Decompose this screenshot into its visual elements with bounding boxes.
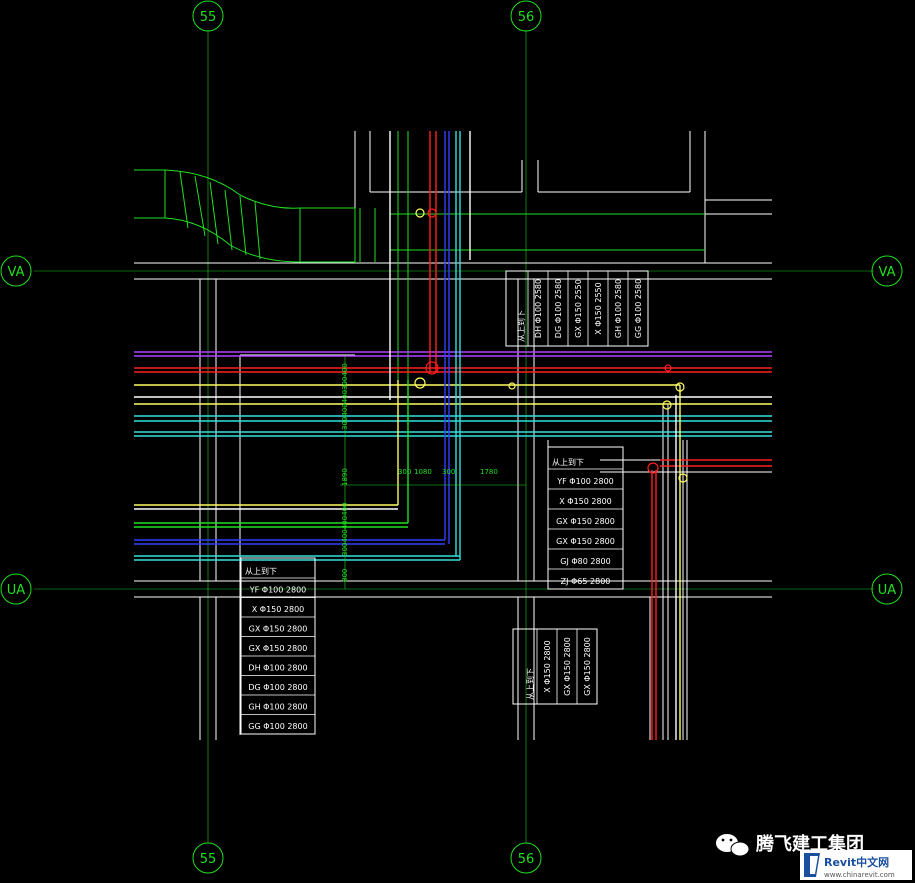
table-cell: GH Φ100 2800 xyxy=(248,703,307,712)
pipe-fittings-red xyxy=(425,208,672,474)
grid-bubble-ua-left: UA xyxy=(0,573,32,605)
table-header: 从上到下 xyxy=(552,458,584,467)
revit-brand: Revit中文网 xyxy=(824,855,889,869)
revit-url: www.chinarevit.com xyxy=(824,871,895,879)
grid-bubble-55-top: 55 xyxy=(192,0,224,32)
watermark: 腾飞建工集团 Revit中文网 www.chinarevit.com xyxy=(716,833,912,880)
table-cell: DG Φ100 2800 xyxy=(248,683,307,692)
grid-label: UA xyxy=(7,583,26,598)
dim-text: 300 xyxy=(398,468,411,476)
table-cell: X Φ150 2800 xyxy=(559,497,612,506)
table-cell: GX Φ150 2800 xyxy=(249,625,308,634)
grid-bubble-56-bottom: 56 xyxy=(510,842,542,874)
grid-label: VA xyxy=(8,265,25,280)
pipe-fittings xyxy=(414,208,688,483)
grid-label: VA xyxy=(879,265,896,280)
dim-text: 1080 xyxy=(414,468,432,476)
table-cell: X Φ150 2550 xyxy=(594,282,603,335)
table-frame xyxy=(547,446,624,590)
wechat-icon xyxy=(716,834,750,857)
dim-text: 300 xyxy=(442,468,455,476)
table-cell: X Φ150 2800 xyxy=(543,640,552,693)
table-cell: DG Φ100 2580 xyxy=(554,279,563,338)
dim-text: 800 xyxy=(341,569,349,582)
pipe-table-bottom: 从上到下 X Φ150 2800 GX Φ150 2800 GX Φ150 2800 xyxy=(512,628,598,705)
table-cell: YF Φ100 2800 xyxy=(556,477,614,486)
table-cell: GX Φ150 2800 xyxy=(563,637,572,696)
table-cell: GX Φ150 2800 xyxy=(583,637,592,696)
table-cell: YF Φ100 2800 xyxy=(249,586,307,595)
table-cell: DH Φ100 2800 xyxy=(248,664,307,673)
table-cell: X Φ150 2800 xyxy=(252,605,305,614)
table-frame xyxy=(512,628,598,705)
grid-bubble-ua-right: UA xyxy=(871,573,903,605)
table-cell: GJ Φ80 2800 xyxy=(560,557,610,566)
grid-label: 55 xyxy=(200,852,217,867)
dimension-lines xyxy=(340,355,526,589)
grid-label: 55 xyxy=(200,10,217,25)
table-header: 从上到下 xyxy=(526,668,535,700)
dim-text: 300400400400 xyxy=(341,503,349,556)
table-cell: ZJ Φ65 2800 xyxy=(561,577,611,586)
dim-text: 1890 xyxy=(341,468,349,486)
table-cell: DH Φ100 2580 xyxy=(534,279,543,338)
grid-bubble-56-top: 56 xyxy=(510,0,542,32)
grid-label: 56 xyxy=(518,10,535,25)
table-cell: GG Φ100 2580 xyxy=(634,279,643,338)
revit-logo-icon xyxy=(804,853,820,877)
table-cell: GG Φ100 2800 xyxy=(248,722,307,731)
table-cell: GX Φ150 2800 xyxy=(249,644,308,653)
grid-bubble-55-bottom: 55 xyxy=(192,842,224,874)
air-duct xyxy=(134,131,705,380)
table-cell: GX Φ150 2550 xyxy=(574,279,583,338)
grid-bubble-va-right: VA xyxy=(871,255,903,287)
pipe-runs xyxy=(134,131,772,740)
table-frame xyxy=(505,270,649,347)
table-cell: GH Φ100 2580 xyxy=(614,279,623,338)
grid-label: UA xyxy=(878,583,897,598)
pipe-table-top: 从上到下 DH Φ100 2580 DG Φ100 2580 GX Φ150 2550… xyxy=(505,270,649,347)
grid-label: 56 xyxy=(518,852,535,867)
table-cell: GX Φ150 2800 xyxy=(556,517,615,526)
table-frame xyxy=(240,557,316,735)
dim-text: 1780 xyxy=(480,468,498,476)
table-header: 从上到下 xyxy=(245,567,277,576)
grid-bubble-va-left: VA xyxy=(0,255,32,287)
dim-text: 300400400300400 xyxy=(341,363,349,430)
company-name: 腾飞建工集团 xyxy=(756,833,864,855)
table-cell: GX Φ150 2800 xyxy=(556,537,615,546)
table-header: 从上到下 xyxy=(517,310,526,342)
